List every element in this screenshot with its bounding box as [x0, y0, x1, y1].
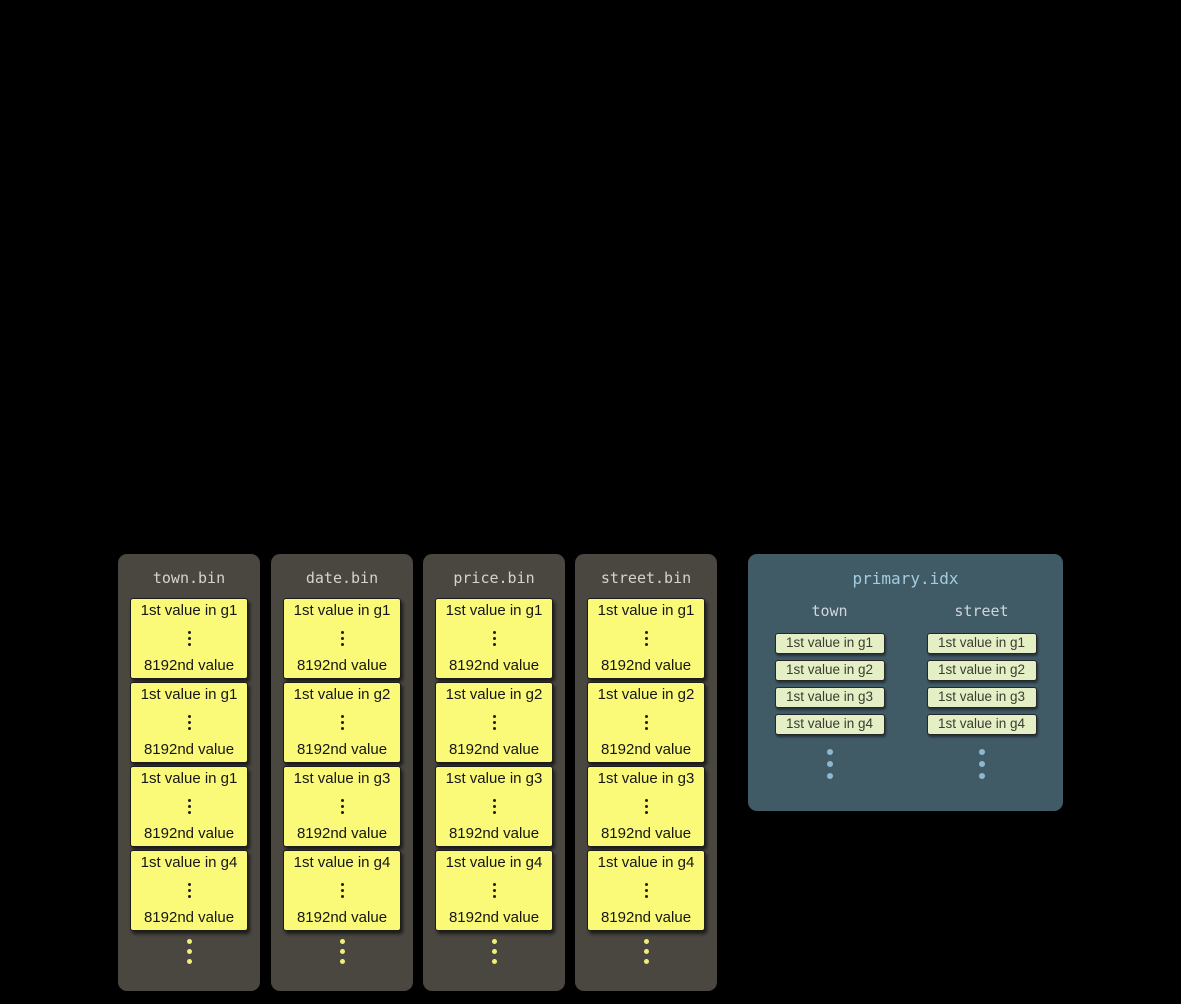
granule-block: 1st value in g1 8192nd value	[587, 598, 705, 679]
granule-block: 1st value in g1 8192nd value	[283, 598, 401, 679]
granule-first-value: 1st value in g1	[445, 602, 543, 619]
granule-last-value: 8192nd value	[143, 825, 235, 842]
idx-column-header: street	[954, 602, 1009, 620]
granule-block: 1st value in g1 8192nd value	[130, 682, 248, 763]
granule-last-value: 8192nd value	[448, 825, 540, 842]
granule-last-value: 8192nd value	[296, 657, 388, 674]
granule-first-value: 1st value in g4	[140, 854, 238, 871]
vertical-ellipsis-icon	[340, 883, 344, 898]
idx-entry: 1st value in g3	[774, 687, 885, 708]
more-entries-dots-icon	[826, 749, 833, 779]
idx-column-town: town 1st value in g1 1st value in g2 1st…	[774, 602, 885, 779]
bin-file-title: town.bin	[152, 569, 226, 587]
granule-first-value: 1st value in g1	[293, 602, 391, 619]
vertical-ellipsis-icon	[644, 799, 648, 814]
idx-column-header: town	[811, 602, 848, 620]
granule-first-value: 1st value in g1	[140, 770, 238, 787]
granule-block: 1st value in g4 8192nd value	[130, 850, 248, 931]
vertical-ellipsis-icon	[187, 883, 191, 898]
granule-last-value: 8192nd value	[143, 657, 235, 674]
vertical-ellipsis-icon	[340, 715, 344, 730]
granule-block: 1st value in g3 8192nd value	[435, 766, 553, 847]
granule-block: 1st value in g3 8192nd value	[283, 766, 401, 847]
granule-first-value: 1st value in g4	[293, 854, 391, 871]
bin-file-panel-date: date.bin 1st value in g1 8192nd value 1s…	[271, 554, 413, 991]
granule-last-value: 8192nd value	[448, 909, 540, 926]
granule-last-value: 8192nd value	[296, 825, 388, 842]
granule-first-value: 1st value in g4	[445, 854, 543, 871]
vertical-ellipsis-icon	[492, 715, 496, 730]
idx-entry: 1st value in g2	[926, 660, 1037, 681]
primary-idx-title: primary.idx	[852, 569, 959, 588]
granule-last-value: 8192nd value	[600, 657, 692, 674]
granule-block: 1st value in g4 8192nd value	[587, 850, 705, 931]
bin-file-title: price.bin	[453, 569, 535, 587]
granule-first-value: 1st value in g3	[293, 770, 391, 787]
more-granules-dots-icon	[118, 939, 260, 964]
granule-last-value: 8192nd value	[143, 909, 235, 926]
granule-first-value: 1st value in g2	[445, 686, 543, 703]
vertical-ellipsis-icon	[644, 631, 648, 646]
granule-last-value: 8192nd value	[448, 741, 540, 758]
vertical-ellipsis-icon	[492, 631, 496, 646]
granule-last-value: 8192nd value	[296, 909, 388, 926]
bin-file-panel-price: price.bin 1st value in g1 8192nd value 1…	[423, 554, 565, 991]
vertical-ellipsis-icon	[492, 883, 496, 898]
granule-last-value: 8192nd value	[143, 741, 235, 758]
vertical-ellipsis-icon	[340, 631, 344, 646]
granule-block: 1st value in g2 8192nd value	[435, 682, 553, 763]
granule-first-value: 1st value in g1	[140, 602, 238, 619]
more-entries-dots-icon	[978, 749, 985, 779]
vertical-ellipsis-icon	[644, 715, 648, 730]
bin-file-panel-street: street.bin 1st value in g1 8192nd value …	[575, 554, 717, 991]
vertical-ellipsis-icon	[187, 799, 191, 814]
granule-first-value: 1st value in g3	[445, 770, 543, 787]
more-granules-dots-icon	[575, 939, 717, 964]
primary-idx-columns: town 1st value in g1 1st value in g2 1st…	[748, 602, 1063, 779]
granule-last-value: 8192nd value	[448, 657, 540, 674]
primary-idx-panel: primary.idx town 1st value in g1 1st val…	[748, 554, 1063, 811]
granule-first-value: 1st value in g2	[293, 686, 391, 703]
granule-first-value: 1st value in g1	[597, 602, 695, 619]
vertical-ellipsis-icon	[187, 715, 191, 730]
granule-block: 1st value in g1 8192nd value	[130, 598, 248, 679]
more-granules-dots-icon	[271, 939, 413, 964]
vertical-ellipsis-icon	[340, 799, 344, 814]
granule-first-value: 1st value in g3	[597, 770, 695, 787]
granule-first-value: 1st value in g4	[597, 854, 695, 871]
bin-file-title: street.bin	[600, 569, 692, 587]
granule-last-value: 8192nd value	[600, 741, 692, 758]
granule-last-value: 8192nd value	[600, 909, 692, 926]
more-granules-dots-icon	[423, 939, 565, 964]
granule-first-value: 1st value in g1	[140, 686, 238, 703]
bin-file-panel-town: town.bin 1st value in g1 8192nd value 1s…	[118, 554, 260, 991]
vertical-ellipsis-icon	[187, 631, 191, 646]
idx-entry: 1st value in g1	[926, 633, 1037, 654]
granule-block: 1st value in g1 8192nd value	[435, 598, 553, 679]
bin-file-title: date.bin	[305, 569, 379, 587]
idx-entry: 1st value in g4	[926, 714, 1037, 735]
vertical-ellipsis-icon	[644, 883, 648, 898]
granule-block: 1st value in g2 8192nd value	[587, 682, 705, 763]
granule-block: 1st value in g4 8192nd value	[283, 850, 401, 931]
vertical-ellipsis-icon	[492, 799, 496, 814]
granule-block: 1st value in g3 8192nd value	[587, 766, 705, 847]
idx-entry: 1st value in g1	[774, 633, 885, 654]
granule-block: 1st value in g4 8192nd value	[435, 850, 553, 931]
granule-last-value: 8192nd value	[600, 825, 692, 842]
granule-last-value: 8192nd value	[296, 741, 388, 758]
idx-entry: 1st value in g2	[774, 660, 885, 681]
granule-block: 1st value in g2 8192nd value	[283, 682, 401, 763]
granule-block: 1st value in g1 8192nd value	[130, 766, 248, 847]
idx-entry: 1st value in g4	[774, 714, 885, 735]
idx-entry: 1st value in g3	[926, 687, 1037, 708]
granule-first-value: 1st value in g2	[597, 686, 695, 703]
idx-column-street: street 1st value in g1 1st value in g2 1…	[926, 602, 1037, 779]
